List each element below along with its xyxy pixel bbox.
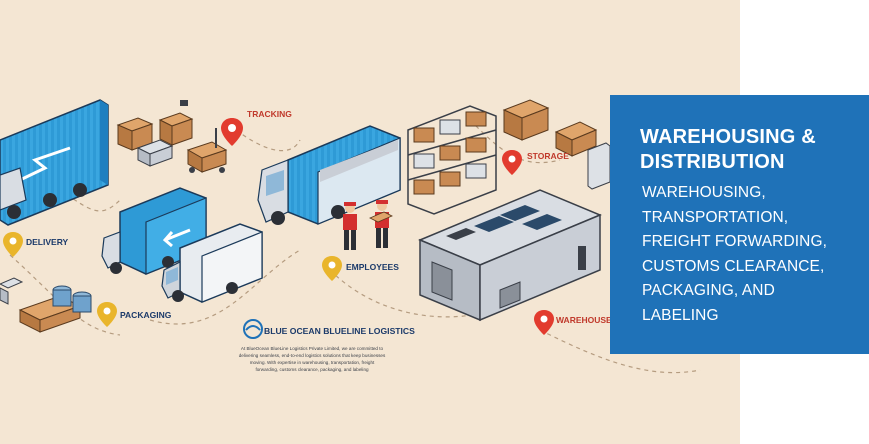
packaging-label: PACKAGING (120, 310, 172, 320)
company-logo: BLUE OCEAN BLUELINE LOGISTICS (243, 319, 415, 339)
service-line: CUSTOMS CLEARANCE, (642, 257, 825, 275)
cargo-van-white (161, 223, 263, 303)
description-line: forwarding, customs clearance, packaging… (255, 367, 369, 372)
service-info-panel: WAREHOUSING & DISTRIBUTION WAREHOUSING, … (610, 95, 869, 354)
delivery-truck-middle (257, 125, 401, 225)
company-logo-name: BLUE OCEAN BLUELINE LOGISTICS (264, 326, 415, 336)
description-line: delivering seamless, end-to-end logistic… (239, 353, 386, 358)
panel-title: WAREHOUSING & DISTRIBUTION (640, 125, 859, 175)
service-line: LABELING (642, 306, 719, 324)
storage-boxes (502, 99, 611, 190)
panel-title-line: DISTRIBUTION (640, 151, 785, 173)
service-line: WAREHOUSING, (642, 184, 766, 201)
employees-label: EMPLOYEES (346, 262, 399, 272)
hand-cart (186, 128, 228, 173)
packaging-pallet (0, 277, 92, 333)
delivery-truck-large (0, 99, 109, 226)
description-line: At BlueOcean BlueLine Logistics Private … (241, 346, 384, 351)
tracking-label: TRACKING (247, 109, 292, 119)
company-description: At BlueOcean BlueLine Logistics Private … (239, 346, 386, 372)
warehouse-building (418, 189, 602, 322)
panel-title-line: WAREHOUSING & (640, 126, 816, 148)
storage-pin-icon (502, 150, 522, 175)
storage-label: STORAGE (527, 151, 569, 161)
employees-pin-icon (322, 256, 342, 281)
service-line: FREIGHT FORWARDING, (642, 233, 828, 250)
service-line: TRANSPORTATION, (642, 208, 789, 226)
service-line: PACKAGING, AND (642, 282, 775, 299)
tracking-pin-icon (221, 118, 243, 146)
stacked-boxes (116, 100, 194, 167)
delivery-label: DELIVERY (26, 237, 69, 247)
service-list: WAREHOUSING, TRANSPORTATION, FREIGHT FOR… (640, 181, 859, 328)
warehouse-label: WAREHOUSE (556, 315, 612, 325)
packaging-pin-icon (97, 302, 117, 327)
delivery-pin-icon (3, 232, 23, 257)
employees-figures (343, 200, 393, 250)
warehouse-pin-icon (534, 310, 554, 335)
illustration-canvas: TRACKING (0, 99, 701, 374)
storage-shelves (407, 105, 497, 215)
description-line: moving. With expertise in warehousing, t… (250, 360, 375, 365)
